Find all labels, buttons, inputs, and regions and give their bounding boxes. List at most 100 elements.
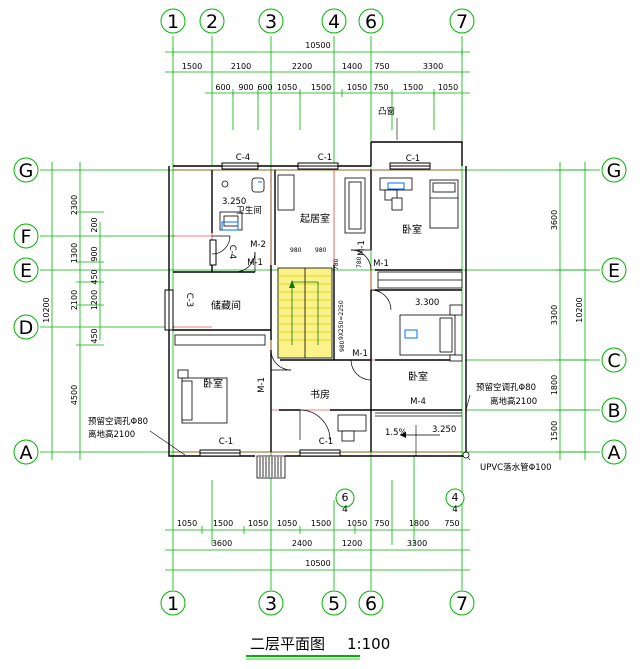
- section-mark-4-sub: 4: [452, 505, 458, 515]
- dim-bottom-1: 1050: [177, 519, 197, 528]
- tag-c1-bottom-left: C-1: [219, 437, 233, 447]
- dim-top2-8: 1500: [403, 83, 423, 92]
- furniture: [174, 174, 463, 442]
- axis-label-6: 6: [365, 11, 377, 33]
- tag-m1-b: M-1: [357, 240, 367, 256]
- entry-canopy: [256, 455, 286, 479]
- axis-label-bottom-1: 1: [167, 593, 179, 615]
- elev-bed: 3.300: [415, 298, 439, 308]
- axis-bubbles: [13, 8, 627, 616]
- dim-top-4: 1400: [342, 62, 362, 71]
- axis-label-4: 4: [328, 11, 340, 33]
- axis-label-3: 3: [265, 11, 277, 33]
- dim-bottom-overall: 10500: [305, 559, 330, 568]
- drain-pipe: [462, 451, 470, 459]
- dim-top-2: 2100: [231, 62, 251, 71]
- ac-hole-right-line1: 预留空调孔Φ80: [476, 382, 536, 393]
- opening-tags: C-4 C-1 C-1 C-4 C-3 C-1 C-1 M-2 M-1 M-1 …: [184, 153, 426, 447]
- dim-top-overall: 10500: [305, 41, 330, 50]
- axis-labels-left: G F E D A: [19, 160, 34, 464]
- axis-label-7: 7: [456, 11, 468, 33]
- dim-top-1: 1500: [182, 62, 202, 71]
- section-mark-6-sub: 4: [342, 505, 348, 515]
- room-bedroom-mid: 卧室: [408, 370, 428, 383]
- dim-bottom2-4: 3300: [407, 539, 427, 548]
- room-bedroom-top: 卧室: [402, 223, 422, 236]
- elev-bath: 3.250: [222, 197, 246, 207]
- axis-label-E-left: E: [20, 260, 32, 282]
- dim-top-6: 3300: [423, 62, 443, 71]
- drawing-title: 二层平面图: [250, 635, 326, 653]
- tag-m1-e: M-1: [257, 377, 267, 393]
- bottom-dimensions: 1050 1500 1050 1050 1500 1050 750 1800 7…: [177, 519, 460, 568]
- dim-left-2: 200: [90, 217, 99, 232]
- axis-label-bottom-7: 7: [456, 593, 468, 615]
- ac-hole-right-line2: 离地高2100: [490, 396, 537, 407]
- left-dimensions: 10200 2300 200 1300 900 2100 450 1200 45…: [42, 195, 99, 405]
- axis-label-F-left: F: [21, 226, 32, 248]
- room-living: 起居室: [300, 212, 330, 225]
- dim-top-3: 2200: [292, 62, 312, 71]
- dim-left-6: 450: [90, 269, 99, 284]
- dim-top-5: 750: [374, 62, 389, 71]
- dim-bottom-5: 1500: [311, 519, 331, 528]
- drain-pipe-label: UPVC落水管Φ100: [480, 462, 552, 473]
- axis-label-B-right: B: [607, 400, 620, 422]
- axis-labels-top: 1 2 3 4 6 7: [167, 11, 468, 33]
- axis-label-C-right: C: [607, 350, 620, 372]
- axis-label-D-left: D: [19, 317, 34, 339]
- stair-dim-5: 780: [356, 256, 363, 268]
- dim-left-1: 2300: [70, 195, 79, 215]
- tag-c1-bottom-mid: C-1: [319, 437, 333, 447]
- dim-bottom-2: 1500: [213, 519, 233, 528]
- dim-right-3: 1800: [550, 375, 559, 395]
- doors: [211, 235, 392, 441]
- tag-m2: M-2: [250, 240, 266, 250]
- room-study: 书房: [310, 388, 330, 401]
- tag-m1-a: M-1: [247, 258, 263, 268]
- dim-top2-2: 900: [238, 83, 253, 92]
- stair-dim-4: 780: [333, 258, 340, 270]
- dim-top2-3: 600: [257, 83, 272, 92]
- dim-bottom-7: 750: [374, 519, 389, 528]
- tag-m4: M-4: [410, 397, 426, 407]
- axis-label-bottom-3: 3: [265, 593, 277, 615]
- windows: [164, 162, 431, 457]
- elev-balcony: 3.250: [432, 425, 456, 435]
- staircase: [277, 267, 333, 359]
- dim-top2-7: 750: [373, 83, 388, 92]
- dim-bottom2-1: 3600: [212, 539, 232, 548]
- tag-c1-top-mid: C-1: [318, 153, 332, 163]
- dim-bottom-3: 1050: [248, 519, 268, 528]
- axis-labels-right: G E C B A: [607, 160, 622, 464]
- axis-labels-bottom: 1 3 5 6 7: [167, 593, 468, 615]
- dim-bottom2-2: 2400: [292, 539, 312, 548]
- dim-left-9: 4500: [70, 385, 79, 405]
- stair-dim-2: 980: [315, 247, 327, 254]
- section-mark-4: 4: [452, 491, 459, 504]
- slope-text: 1.5%: [385, 428, 407, 438]
- dim-left-8: 450: [90, 328, 99, 343]
- axis-label-G-right: G: [607, 160, 622, 182]
- axis-label-G-left: G: [19, 160, 34, 182]
- dim-top2-6: 1050: [347, 83, 367, 92]
- room-storage: 储藏间: [211, 299, 241, 312]
- ac-hole-left-line2: 离地高2100: [88, 429, 135, 440]
- room-bedroom-left: 卧室: [203, 377, 223, 390]
- slope-arrow: [400, 432, 440, 438]
- bay-window-label: 凸窗: [378, 106, 395, 117]
- tag-c3: C-3: [184, 293, 194, 307]
- dim-left-4: 900: [90, 246, 99, 261]
- room-names: 卧室 卧室 卧室 起居室 卫生间 储藏间 书房: [203, 205, 428, 401]
- dim-bottom-9: 750: [444, 519, 459, 528]
- dim-bottom-8: 1800: [409, 519, 429, 528]
- title-underline: [246, 655, 360, 660]
- stair-dim-1: 980: [290, 247, 302, 254]
- dim-top2-9: 1050: [438, 83, 458, 92]
- drawing-scale: 1:100: [347, 635, 391, 653]
- axis-label-2: 2: [206, 11, 218, 33]
- right-dimensions: 3600 3300 1800 1500 10200: [550, 210, 584, 441]
- dim-left-7: 1200: [90, 290, 99, 310]
- dim-right-1: 3600: [550, 210, 559, 230]
